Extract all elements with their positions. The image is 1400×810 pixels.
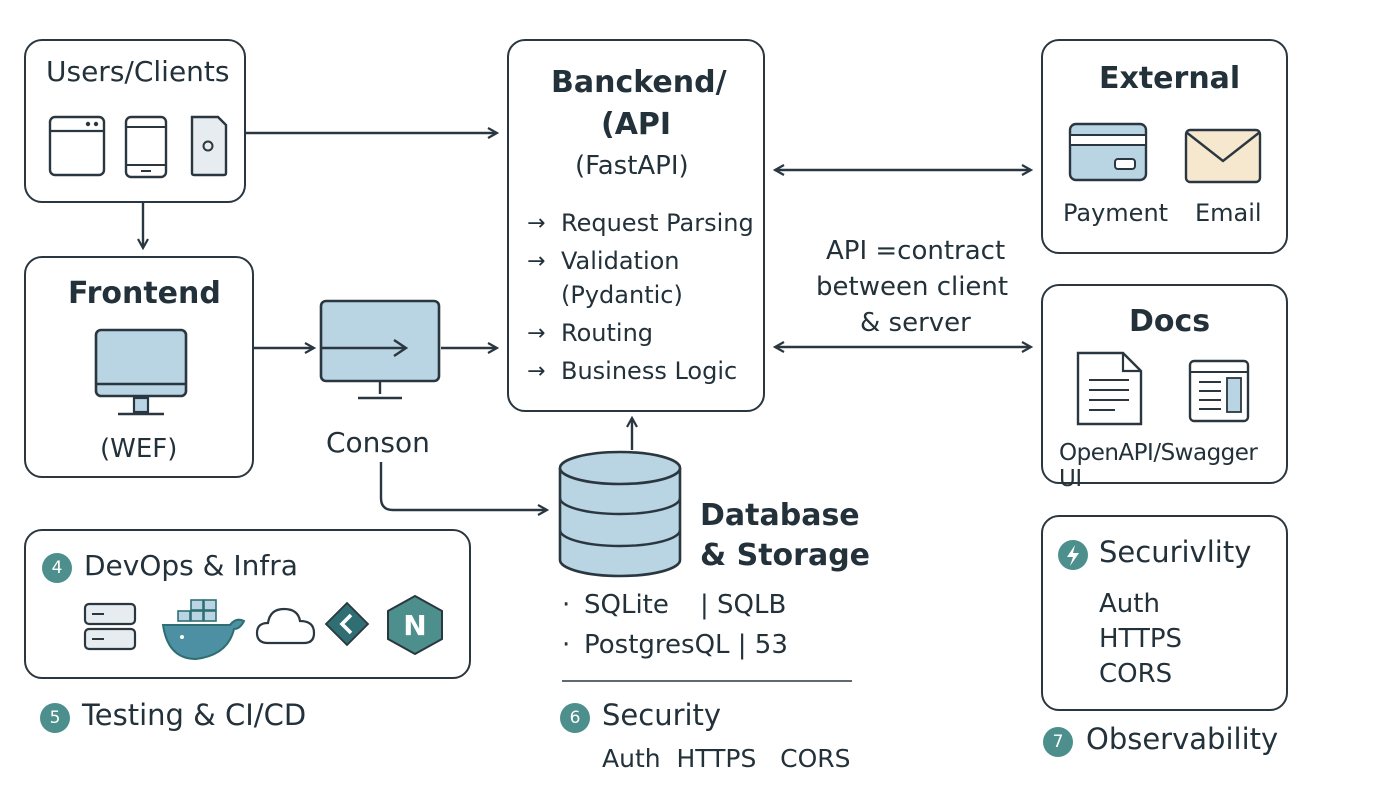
securivlity-item-3: CORS — [1099, 659, 1173, 689]
document-icon — [1076, 351, 1143, 426]
external-box: External Payment Email — [1041, 39, 1288, 254]
securivlity-box: Securivlity Auth HTTPS CORS — [1041, 515, 1288, 711]
arrow-right-icon: → — [527, 210, 546, 236]
securivlity-item-1: Auth — [1099, 589, 1160, 619]
docs-title: Docs — [1129, 304, 1211, 339]
api-note-line3: & server — [860, 308, 971, 338]
securivlity-title: Securivlity — [1099, 535, 1252, 569]
backend-item-text: Business Logic — [561, 357, 738, 385]
database-title-line2: & Storage — [700, 538, 871, 573]
backend-item-text: Request Parsing — [561, 209, 754, 237]
users-clients-title: Users/Clients — [46, 55, 230, 88]
monitor-icon — [94, 328, 188, 416]
backend-item: → Request Parsing — [527, 209, 754, 237]
backend-title-line2: (API — [601, 107, 672, 142]
database-title-line1: Database — [700, 498, 860, 533]
arrow-right-icon: → — [527, 358, 546, 384]
frontend-caption: (WEF) — [100, 434, 178, 464]
backend-title-line1: Banckend/ — [551, 65, 727, 100]
backend-item-text: Routing — [561, 319, 654, 347]
observability-number-badge: 7 — [1043, 727, 1073, 757]
nginx-letter: N — [403, 609, 426, 642]
security-title: Security — [602, 698, 722, 732]
external-title: External — [1099, 61, 1241, 96]
testing-title: Testing & CI/CD — [82, 698, 307, 732]
arrow-conson-to-db — [379, 462, 547, 510]
api-note-line1: API =contract — [826, 236, 1006, 266]
docs-box: Docs OpenAPI/Swagger UI — [1041, 284, 1288, 492]
backend-item-text: Validation — [561, 247, 680, 275]
db-row1-a: SQLite — [584, 590, 669, 620]
email-label: Email — [1195, 199, 1262, 227]
browser-window-icon — [48, 115, 106, 177]
testing-number-badge: 5 — [40, 703, 70, 733]
envelope-icon — [1184, 128, 1262, 184]
db-bullet-2: · — [562, 630, 571, 660]
nginx-icon: N — [387, 594, 443, 656]
backend-box: Banckend/ (API (FastAPI) → Request Parsin… — [507, 39, 765, 412]
tablet-icon — [124, 115, 168, 179]
phone-icon — [190, 115, 228, 177]
arrow-right-icon: → — [527, 320, 546, 346]
lightning-bolt-icon — [1058, 540, 1088, 570]
users-clients-box: Users/Clients — [24, 39, 246, 203]
devops-title: DevOps & Infra — [84, 549, 298, 582]
server-icon — [83, 602, 137, 651]
arrow-right-icon: → — [527, 248, 546, 274]
credit-card-icon — [1068, 122, 1148, 182]
backend-item-text: (Pydantic) — [561, 281, 683, 309]
frontend-title: Frontend — [68, 276, 221, 311]
backend-item: (Pydantic) — [527, 281, 683, 309]
devops-number-badge: 4 — [42, 553, 72, 583]
backend-subtitle: (FastAPI) — [575, 151, 689, 181]
conson-label: Conson — [326, 426, 430, 459]
security-items: Auth HTTPS CORS — [602, 744, 851, 773]
api-note-line2: between client — [816, 272, 1009, 302]
swagger-ui-icon — [1188, 359, 1250, 423]
devops-box: 4 DevOps & Infra N — [24, 529, 471, 679]
frontend-box: Frontend (WEF) — [24, 256, 254, 478]
monitor-arrow-icon — [319, 299, 441, 400]
observability-title: Observability — [1086, 722, 1279, 756]
cloud-icon — [255, 607, 316, 645]
backend-item: → Business Logic — [527, 357, 737, 385]
git-diamond-icon — [324, 601, 370, 647]
security-number-badge: 6 — [560, 703, 590, 733]
db-row2: PostgresQL | 53 — [584, 630, 788, 660]
db-row1-b: | SQLB — [700, 590, 787, 620]
docker-whale-icon — [161, 599, 246, 661]
backend-item: → Validation — [527, 247, 680, 275]
database-icon — [558, 450, 682, 578]
payment-label: Payment — [1063, 199, 1169, 227]
securivlity-item-2: HTTPS — [1099, 624, 1183, 654]
db-bullet-1: · — [562, 590, 571, 620]
backend-item: → Routing — [527, 319, 653, 347]
docs-caption: OpenAPI/Swagger UI — [1059, 440, 1258, 492]
